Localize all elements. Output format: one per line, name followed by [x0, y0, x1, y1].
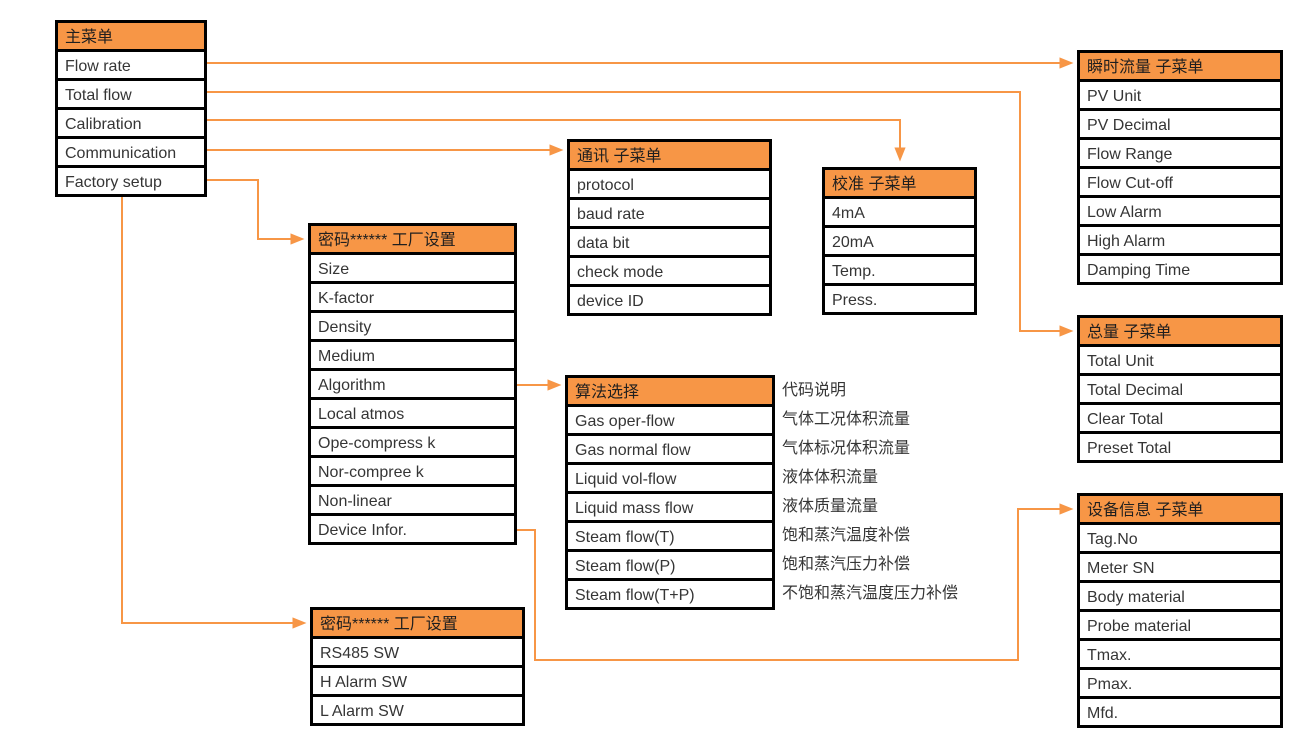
menu-item: data bit [567, 226, 772, 258]
menu-item: Local atmos [308, 397, 517, 429]
connector-factory-setup [207, 179, 305, 245]
annotation-lines: 气体工况体积流量气体标况体积流量液体体积流量液体质量流量饱和蒸汽温度补偿饱和蒸汽… [782, 405, 958, 608]
menu-item: Gas oper-flow [565, 404, 775, 436]
menu-item: Meter SN [1077, 551, 1283, 583]
menu-item: Temp. [822, 254, 977, 286]
menu-item: L Alarm SW [310, 694, 525, 726]
menu-item: Gas normal flow [565, 433, 775, 465]
menu-item: 4mA [822, 196, 977, 228]
menu-item: Steam flow(T+P) [565, 578, 775, 610]
menu-item: K-factor [308, 281, 517, 313]
box-header-factory-switch: 密码****** 工厂设置 [310, 607, 525, 639]
menu-item: Preset Total [1077, 431, 1283, 463]
annotation-line: 饱和蒸汽温度补偿 [782, 527, 911, 544]
menu-item: Probe material [1077, 609, 1283, 641]
menu-item: Steam flow(T) [565, 520, 775, 552]
menu-item: protocol [567, 168, 772, 200]
menu-item: Nor-compree k [308, 455, 517, 487]
menu-item: Mfd. [1077, 696, 1283, 728]
menu-item: Size [308, 252, 517, 284]
menu-item: RS485 SW [310, 636, 525, 668]
connector-factory-switch [121, 197, 307, 629]
menu-item: Density [308, 310, 517, 342]
menu-item: Flow Cut-off [1077, 166, 1283, 198]
box-header-total: 总量 子菜单 [1077, 315, 1283, 347]
box-header-factory-setup: 密码****** 工厂设置 [308, 223, 517, 255]
menu-item: Steam flow(P) [565, 549, 775, 581]
menu-item: H Alarm SW [310, 665, 525, 697]
connector-calibration [207, 119, 906, 162]
menu-item: Liquid mass flow [565, 491, 775, 523]
menu-item: Medium [308, 339, 517, 371]
algorithm-code-annotations: 代码说明 气体工况体积流量气体标况体积流量液体体积流量液体质量流量饱和蒸汽温度补… [782, 376, 958, 608]
menu-item: Algorithm [308, 368, 517, 400]
box-header-algorithm: 算法选择 [565, 375, 775, 407]
menu-item: Tag.No [1077, 522, 1283, 554]
box-header-main-menu: 主菜单 [55, 20, 207, 52]
annotation-line: 气体标况体积流量 [782, 440, 911, 457]
menu-item: baud rate [567, 197, 772, 229]
menu-item: Clear Total [1077, 402, 1283, 434]
menu-item: 20mA [822, 225, 977, 257]
menu-item: Calibration [55, 107, 207, 139]
annotation-line: 饱和蒸汽压力补偿 [782, 556, 911, 573]
menu-item: Tmax. [1077, 638, 1283, 670]
menu-item: device ID [567, 284, 772, 316]
menu-item: PV Unit [1077, 79, 1283, 111]
menu-item: Total Decimal [1077, 373, 1283, 405]
menu-item: PV Decimal [1077, 108, 1283, 140]
box-header-calibration: 校准 子菜单 [822, 167, 977, 199]
menu-item: Flow Range [1077, 137, 1283, 169]
menu-item: check mode [567, 255, 772, 287]
menu-item: Press. [822, 283, 977, 315]
menu-item: High Alarm [1077, 224, 1283, 256]
box-header-communication: 通讯 子菜单 [567, 139, 772, 171]
annotation-line: 液体体积流量 [782, 469, 879, 486]
menu-item: Pmax. [1077, 667, 1283, 699]
menu-item: Ope-compress k [308, 426, 517, 458]
menu-item: Non-linear [308, 484, 517, 516]
box-header-device-info: 设备信息 子菜单 [1077, 493, 1283, 525]
menu-item: Total Unit [1077, 344, 1283, 376]
annotation-title: 代码说明 [782, 382, 847, 399]
menu-item: Total flow [55, 78, 207, 110]
box-header-instant-flow: 瞬时流量 子菜单 [1077, 50, 1283, 82]
annotation-line: 不饱和蒸汽温度压力补偿 [782, 585, 959, 602]
menu-item: Device Infor. [308, 513, 517, 545]
menu-item: Liquid vol-flow [565, 462, 775, 494]
menu-item: Body material [1077, 580, 1283, 612]
annotation-line: 气体工况体积流量 [782, 411, 911, 428]
menu-item: Communication [55, 136, 207, 168]
menu-item: Low Alarm [1077, 195, 1283, 227]
annotation-line: 液体质量流量 [782, 498, 879, 515]
menu-item: Factory setup [55, 165, 207, 197]
menu-item: Flow rate [55, 49, 207, 81]
menu-item: Damping Time [1077, 253, 1283, 285]
